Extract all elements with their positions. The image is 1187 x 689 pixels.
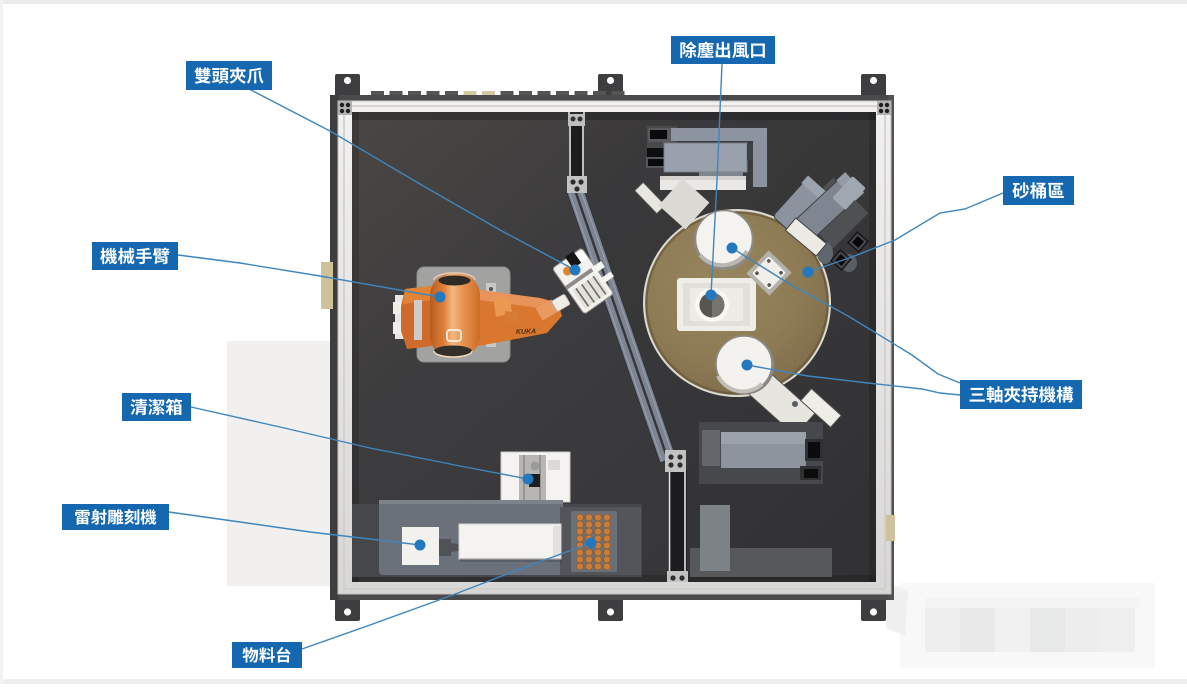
svg-text:KUKA: KUKA xyxy=(516,328,536,336)
